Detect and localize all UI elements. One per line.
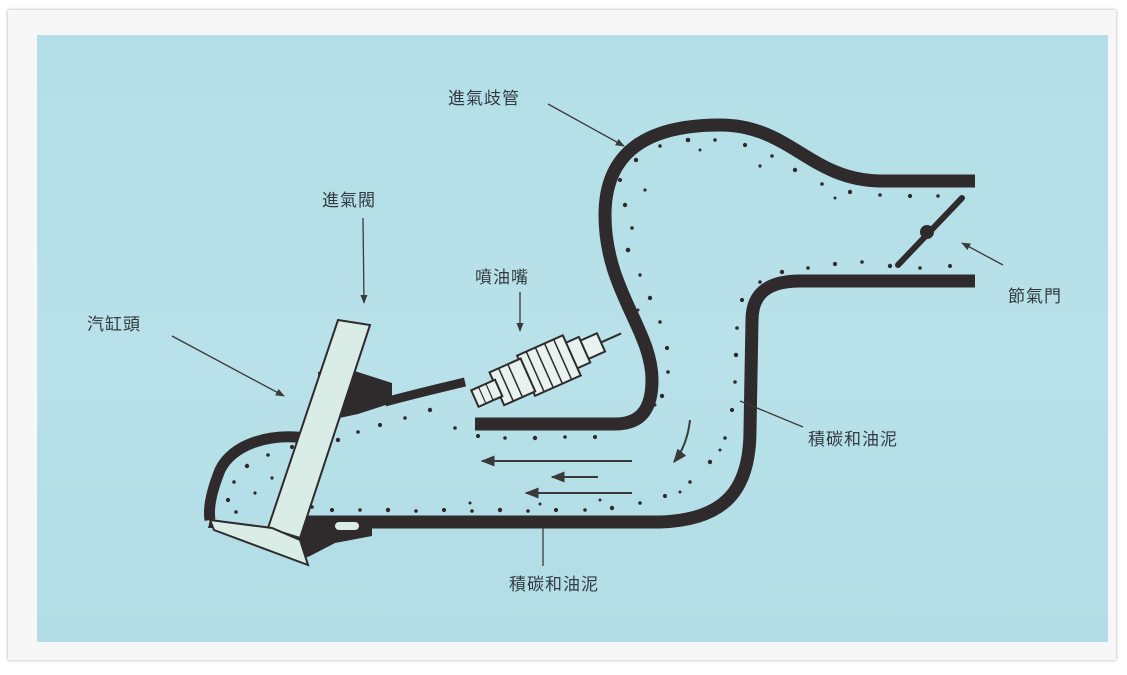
carbon-sludge-label-bottom: 積碳和油泥 (509, 575, 599, 595)
manifold-inner-wall (475, 118, 975, 431)
carbon-deposits (225, 137, 952, 514)
leader-lines (171, 103, 1004, 566)
intake-manifold-label: 進氣歧管 (448, 89, 520, 109)
manifold-walls (204, 118, 975, 529)
fuel-injector (469, 331, 622, 409)
port-upper-lip (383, 377, 467, 407)
carbon-sludge-label-right: 積碳和油泥 (808, 430, 898, 450)
cylinder-head-label: 汽缸頭 (87, 315, 141, 335)
diagram-panel (37, 35, 1108, 642)
fuel-injector-label: 噴油嘴 (475, 268, 529, 288)
port-slot (333, 520, 361, 532)
flow-arrows (480, 419, 691, 499)
port-outer-curve (204, 431, 320, 521)
throttle-label: 節氣門 (1008, 287, 1062, 307)
intake-valve (208, 318, 372, 567)
valve-head (208, 518, 310, 567)
intake-valve-label: 進氣閥 (322, 191, 376, 211)
manifold-outer-wall (293, 274, 975, 529)
valve-stem (266, 318, 372, 540)
throttle-plate (895, 195, 965, 268)
